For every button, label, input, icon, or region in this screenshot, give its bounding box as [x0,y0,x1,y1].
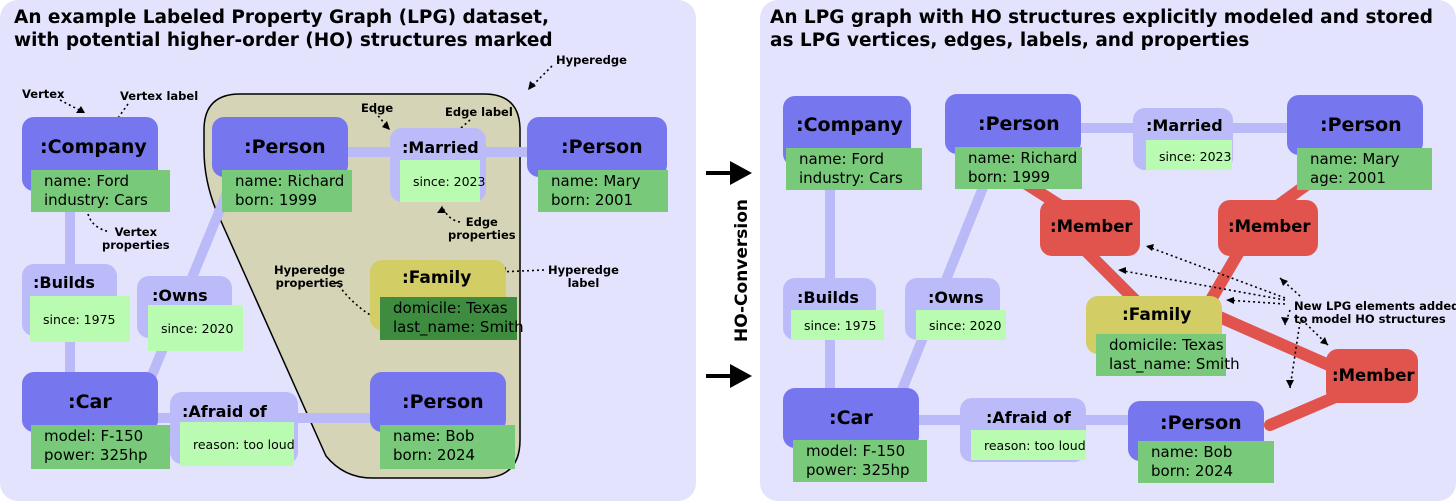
right-member-2-label: :Member [1228,217,1311,236]
left-person-richard-vertex[interactable] [212,117,348,177]
right-person-richard-vertex[interactable] [945,94,1081,154]
right-married-label: :Married [1146,116,1223,135]
left-title: An example Labeled Property Graph (LPG) … [14,7,553,51]
right-car-label: :Car [829,407,873,429]
right-member-3-label: :Member [1332,366,1415,385]
right-person-mary-label: :Person [1320,114,1402,136]
ann-edge-label: Edge label [445,105,513,119]
right-person-bob-label: :Person [1160,412,1242,434]
right-person-richard-label: :Person [978,113,1060,135]
left-family-label: :Family [402,268,472,288]
right-car-vertex[interactable] [783,388,919,448]
left-owns-label: :Owns [152,286,208,305]
right-owns-label: :Owns [928,288,984,307]
conversion-arrows [706,161,752,388]
conversion-label: HO-Conversion [732,198,752,342]
right-owns-props: since: 2020 [916,310,1006,340]
left-builds-props: since: 1975 [30,296,130,342]
right-builds-props: since: 1975 [791,310,884,340]
right-family-label: :Family [1122,305,1192,325]
right-company-label: :Company [796,114,903,136]
right-title: An LPG graph with HO structures explicit… [770,7,1433,51]
left-person-mary-label: :Person [561,136,643,158]
left-person-bob-label: :Person [402,391,484,413]
right-afraid-props: reason: too loud [971,430,1086,460]
left-married-props: since: 2023 [400,160,485,202]
left-company-label: :Company [40,136,147,158]
right-person-mary-vertex[interactable] [1287,95,1423,155]
ann-hyperedge: Hyperedge [556,53,627,67]
right-married-props: since: 2023 [1146,140,1232,170]
right-member-3-vertex[interactable] [1326,349,1418,403]
left-car-vertex[interactable] [22,372,158,432]
right-member-2-vertex[interactable] [1218,200,1318,256]
left-afraid-props: reason: too loud [180,422,295,466]
left-person-richard-label: :Person [244,136,326,158]
ann-vertex-label: Vertex label [120,89,199,103]
left-car-label: :Car [68,391,112,413]
left-married-label: :Married [402,138,479,157]
left-person-mary-vertex[interactable] [527,117,667,177]
right-member-1-label: :Member [1050,217,1133,236]
left-builds-label: :Builds [33,273,95,292]
right-member-1-vertex[interactable] [1040,200,1140,256]
ann-vertex: Vertex [22,87,65,101]
right-builds-label: :Builds [797,288,859,307]
left-owns-props: since: 2020 [148,305,243,351]
ann-edge: Edge [361,101,394,115]
left-person-bob-vertex[interactable] [370,372,506,432]
left-afraid-label: :Afraid of [182,402,267,421]
right-afraid-label: :Afraid of [986,408,1071,427]
